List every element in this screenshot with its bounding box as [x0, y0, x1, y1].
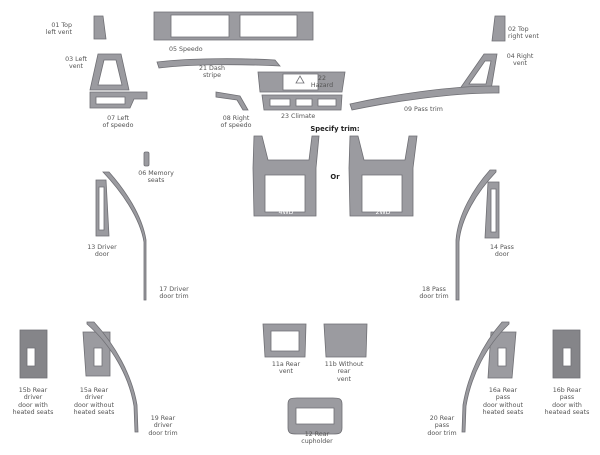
label-18: 18 Pass door trim — [419, 286, 449, 301]
label-11b: 11b Without rear vent — [324, 361, 364, 383]
seat-switch-icon — [29, 350, 33, 356]
part-17-driver-door-trim — [102, 171, 147, 301]
part-10b-shifter-2wd — [348, 135, 418, 217]
part-15b-rear-driver-door-heated — [19, 329, 48, 379]
hazard-triangle-icon — [295, 75, 305, 84]
label-15a: 15a Rear driver door without heated seat… — [73, 387, 115, 417]
part-06-memory-seats — [143, 151, 150, 167]
label-06: 06 Memory seats — [138, 170, 174, 185]
label-20: 20 Rear pass door trim — [427, 415, 457, 437]
part-05-speedo — [153, 11, 314, 41]
part-11b-without-rear-vent — [323, 323, 368, 358]
part-10a-shifter-4wd — [252, 135, 320, 217]
part-18-pass-door-trim — [455, 169, 497, 301]
label-10a: 10a Shifter 4WD — [275, 194, 297, 216]
label-01: 01 Top left vent — [45, 22, 72, 37]
label-19: 19 Rear driver door trim — [148, 415, 178, 437]
part-09-pass-trim — [349, 85, 500, 111]
part-08-right-of-speedo — [215, 91, 249, 111]
label-10b: 10b Shifter 2WD — [372, 194, 394, 216]
part-11a-rear-vent — [262, 323, 307, 358]
label-22: 22 Hazard — [310, 75, 334, 90]
label-17: 17 Driver door trim — [159, 286, 189, 301]
or-separator: Or — [330, 173, 340, 181]
part-19-rear-driver-door-trim — [86, 321, 139, 433]
part-01-top-left-vent — [93, 15, 107, 40]
part-14-pass-door — [484, 181, 500, 239]
label-21: 21 Dash stripe — [199, 65, 225, 80]
part-20-rear-pass-door-trim — [461, 321, 510, 433]
part-16a-rear-pass-door — [487, 331, 517, 379]
part-12-rear-cupholder — [287, 397, 343, 435]
seat-switch-icon — [565, 358, 569, 364]
label-03: 03 Left vent — [65, 56, 87, 71]
label-23: 23 Climate — [281, 113, 316, 120]
seat-switch-icon — [29, 358, 33, 364]
label-04: 04 Right vent — [506, 53, 534, 68]
seat-switch-icon — [565, 350, 569, 356]
label-12: 12 Rear cupholder — [301, 431, 333, 446]
label-16a: 16a Rear pass door without heated seats — [482, 387, 524, 417]
label-16b: 16b Rear pass door with heatead seats — [544, 387, 590, 417]
label-13: 13 Driver door — [87, 244, 117, 259]
label-05: 05 Speedo — [169, 46, 203, 53]
label-09: 09 Pass trim — [404, 106, 443, 113]
part-03-left-vent — [89, 53, 130, 91]
part-23-climate — [261, 94, 343, 111]
label-07: 07 Left of speedo — [102, 115, 134, 130]
specify-trim-heading: Specify trim: — [310, 125, 360, 133]
label-15b: 15b Rear driver door with heated seats — [12, 387, 54, 417]
part-02-top-right-vent — [491, 15, 506, 42]
part-22-hazard — [257, 71, 346, 93]
part-13-driver-door — [95, 179, 110, 237]
part-16b-rear-pass-door-heated — [552, 329, 581, 379]
part-07-left-of-speedo — [89, 91, 148, 109]
part-04-right-vent — [458, 53, 498, 91]
label-02: 02 Top right vent — [508, 26, 539, 41]
label-14: 14 Pass door — [490, 244, 514, 259]
part-21-dash-stripe — [156, 58, 281, 69]
label-08: 08 Right of speedo — [220, 115, 252, 130]
label-11a: 11a Rear vent — [271, 361, 301, 376]
